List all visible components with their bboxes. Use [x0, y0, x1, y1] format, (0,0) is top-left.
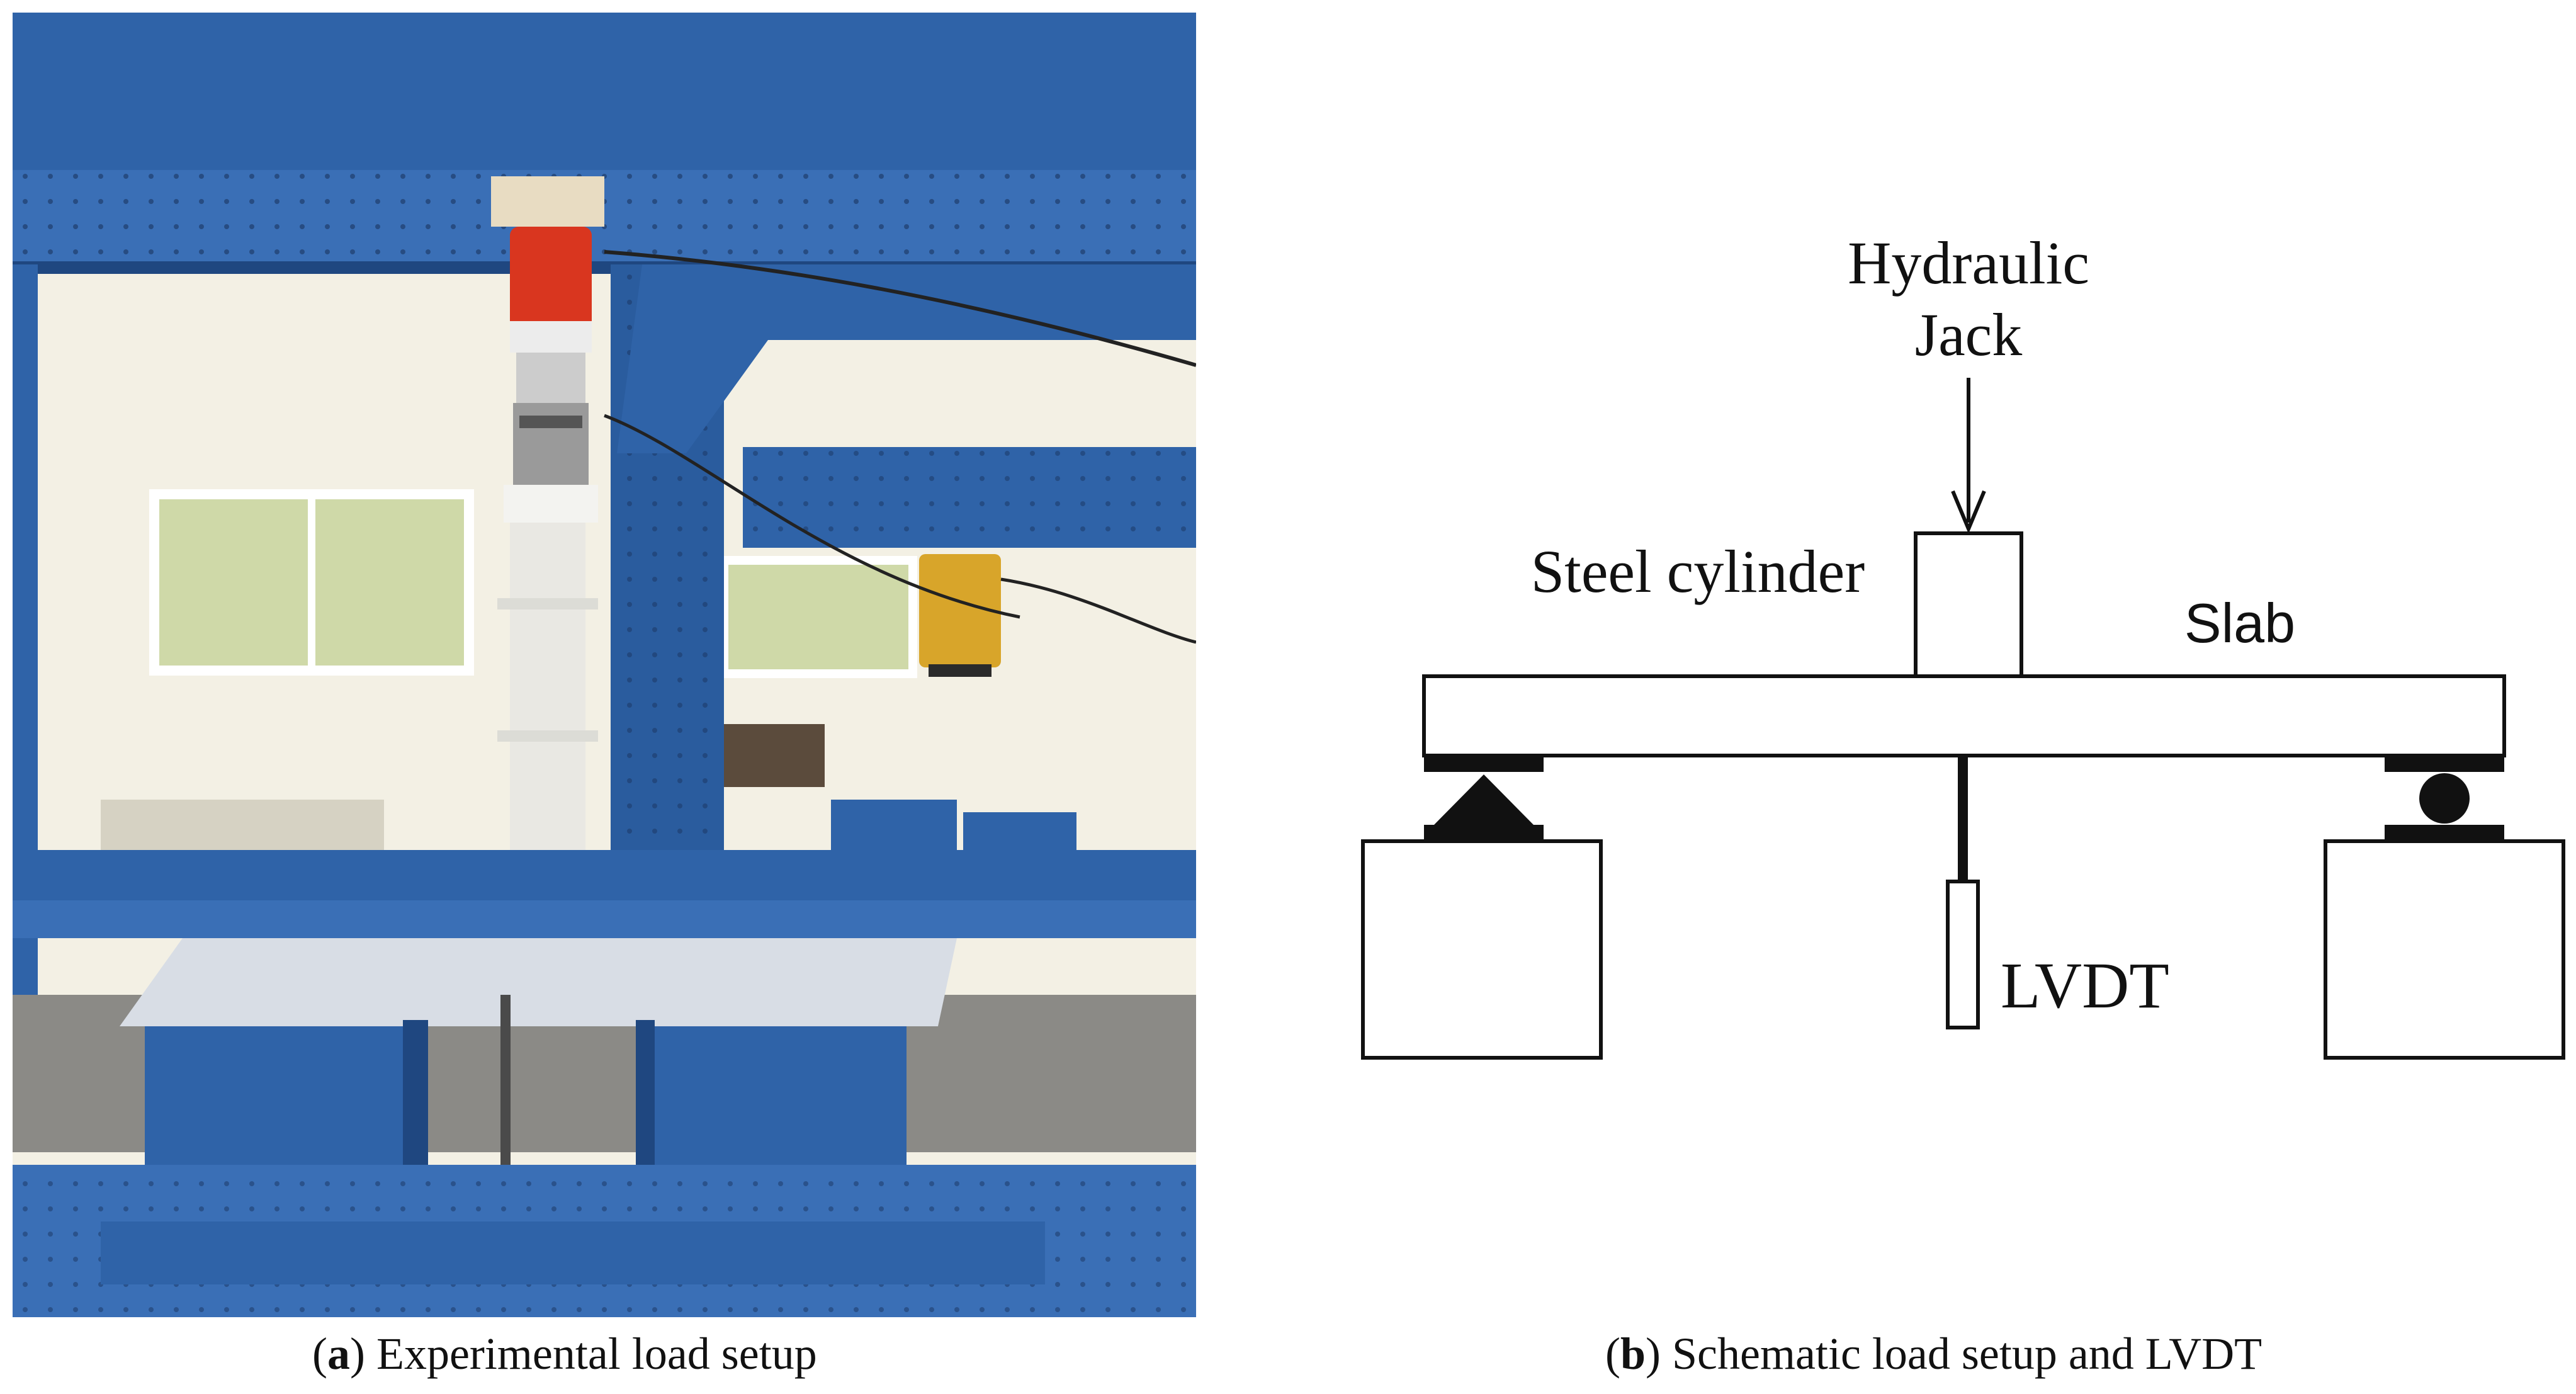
jack-label-line2: Jack: [1915, 301, 2023, 368]
experimental-setup-photo: [13, 13, 1196, 1317]
load-arrow-head: [1951, 490, 1986, 534]
jack-label-line1: Hydraulic: [1848, 229, 2089, 297]
caption-a: (a) Experimental load setup: [312, 1329, 817, 1379]
slab-label: Slab: [2184, 592, 2295, 654]
right-support-block: [2324, 839, 2565, 1060]
caption-b-text: Schematic load setup and LVDT: [1672, 1329, 2262, 1379]
lab-scene: [13, 13, 1196, 1317]
yellow-jack: [919, 554, 1001, 667]
slab: [1422, 674, 2506, 757]
caption-a-letter: a: [327, 1329, 350, 1379]
lvdt-label: LVDT: [2001, 949, 2169, 1022]
specimen-column: [510, 523, 585, 875]
caption-a-text: Experimental load setup: [376, 1329, 817, 1379]
pin-support: [1434, 774, 1534, 825]
caption-b-letter: b: [1620, 1329, 1646, 1379]
roller-support: [2419, 773, 2470, 824]
right-bearing-plate: [2385, 756, 2504, 772]
window-right: [720, 556, 917, 678]
left-bearing-plate: [1424, 756, 1544, 772]
lvdt-rod-photo: [500, 995, 511, 1184]
caption-b: (b) Schematic load setup and LVDT: [1605, 1329, 2262, 1379]
lvdt-stem: [1958, 756, 1968, 881]
left-support-block: [1361, 839, 1603, 1060]
lvdt-body: [1946, 880, 1980, 1029]
schematic-canvas: Hydraulic Jack Steel cylinder Slab LVDT: [1361, 229, 2565, 1060]
schematic-diagram: Hydraulic Jack Steel cylinder Slab LVDT: [1347, 189, 2576, 1083]
steel-cylinder-label: Steel cylinder: [1531, 538, 1865, 605]
top-beam: [13, 13, 1196, 170]
steel-cylinder: [1914, 531, 2023, 678]
